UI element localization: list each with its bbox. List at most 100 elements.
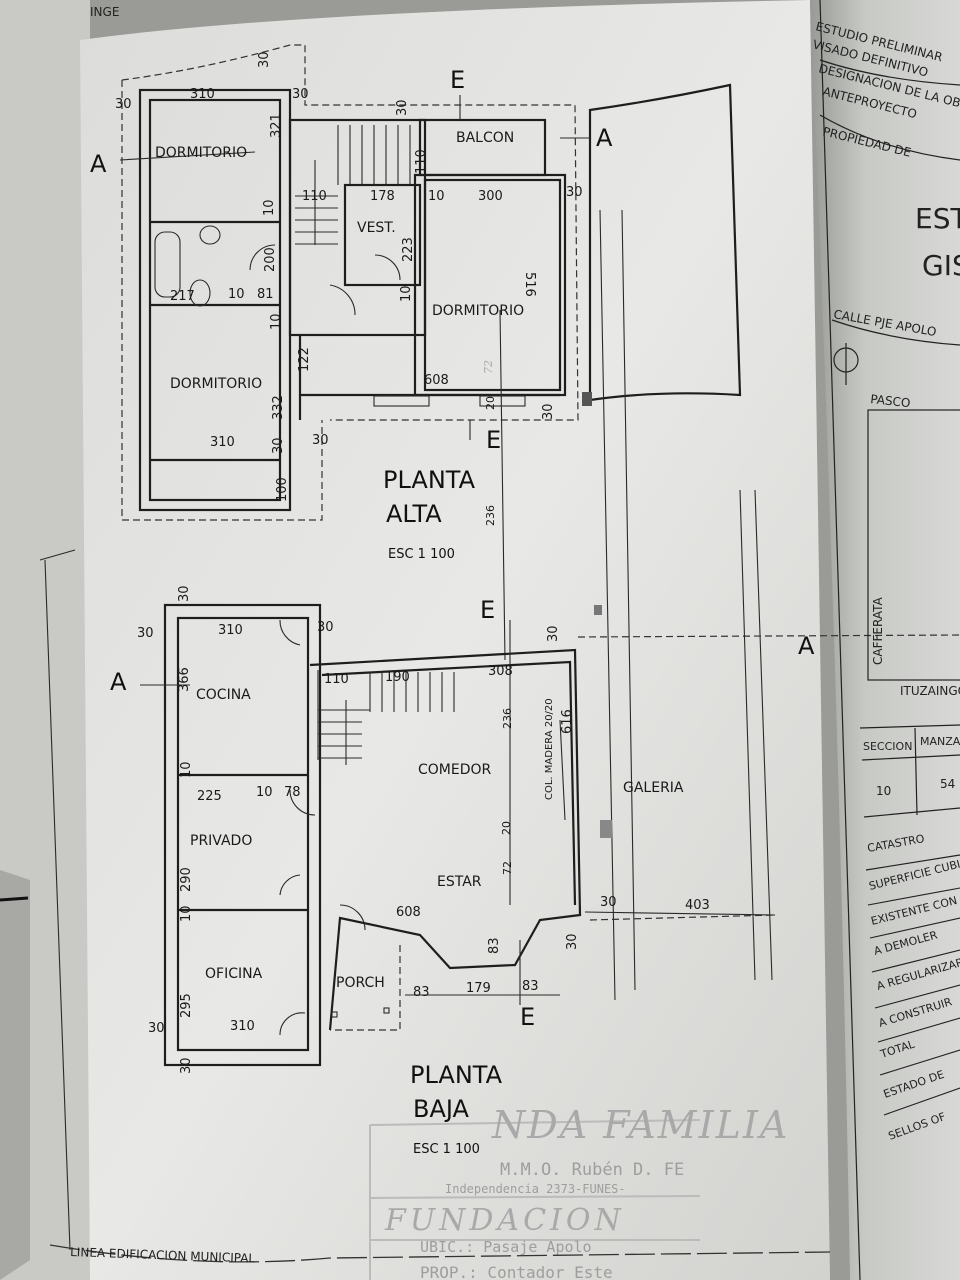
- map-label: ITUZAINGO: [900, 684, 960, 698]
- dimension: 225: [197, 789, 222, 804]
- dimension: 332: [271, 395, 286, 420]
- dimension: 10: [179, 905, 194, 922]
- dimension: 310: [190, 87, 215, 102]
- section-mark: E: [486, 426, 501, 454]
- dimension: 72: [482, 360, 495, 374]
- owner-name: EST: [915, 202, 960, 235]
- dimension: 83: [522, 979, 539, 994]
- table-header: SECCION: [863, 740, 912, 753]
- room-label: PORCH: [336, 975, 385, 991]
- dimension: 190: [385, 670, 410, 685]
- plan-scale: ESC 1 100: [413, 1142, 480, 1157]
- dimension: 78: [284, 785, 301, 800]
- column-note: COL. MADERA 20/20: [544, 698, 555, 800]
- room-label: COCINA: [196, 687, 251, 703]
- room-label: BALCON: [456, 130, 514, 146]
- dimension: 30: [115, 97, 132, 112]
- dimension: 300: [478, 189, 503, 204]
- stamp-title: NDA FAMILIA: [491, 1103, 789, 1147]
- dimension: 10: [256, 785, 273, 800]
- dimension: 30: [600, 895, 617, 910]
- faded-stamp: NDA FAMILIA M.M.O. Rubén D. FE Independe…: [369, 1103, 789, 1280]
- dimension: 10: [228, 287, 245, 302]
- dimension: 81: [257, 287, 274, 302]
- section-mark: E: [450, 66, 465, 94]
- dimension: 110: [302, 189, 327, 204]
- room-label: DORMITORIO: [170, 376, 262, 392]
- dimension: 321: [269, 113, 284, 138]
- dimension: 295: [179, 993, 194, 1018]
- dimension: 516: [522, 272, 537, 297]
- room-label: COMEDOR: [418, 762, 492, 778]
- plan-title: PLANTA: [383, 466, 476, 494]
- stamp-name: M.M.O. Rubén D. FE: [500, 1160, 684, 1180]
- dimension: 30: [317, 620, 334, 635]
- dimension: 30: [271, 437, 286, 454]
- dimension: 10: [179, 761, 194, 778]
- dimension: 10: [262, 199, 277, 216]
- dimension: 290: [179, 867, 194, 892]
- lower-plan-labels: COCINA PRIVADO OFICINA PORCH COMEDOR EST…: [110, 585, 815, 1157]
- dimension: 30: [257, 51, 272, 68]
- room-label: VEST.: [357, 220, 396, 236]
- dimension: 200: [263, 247, 278, 272]
- section-mark: A: [90, 150, 107, 178]
- room-label: PRIVADO: [190, 833, 252, 849]
- dimension: 608: [424, 373, 449, 388]
- dimension: 110: [414, 149, 429, 174]
- dimension: 30: [177, 585, 192, 602]
- dimension: 236: [501, 708, 514, 729]
- stamp-location: UBIC.: Pasaje Apolo: [420, 1238, 592, 1256]
- dimension: 30: [546, 625, 561, 642]
- dimension: 83: [413, 985, 430, 1000]
- section-mark: A: [798, 632, 815, 660]
- table-value: 54: [940, 777, 955, 791]
- dimension: 30: [312, 433, 329, 448]
- dimension: 30: [395, 99, 410, 116]
- dimension: 30: [292, 87, 309, 102]
- dimension: 403: [685, 898, 710, 913]
- section-mark: A: [110, 668, 127, 696]
- section-mark: E: [520, 1003, 535, 1031]
- table-value: 10: [876, 784, 891, 798]
- lower-plan: [140, 489, 960, 1067]
- dimension: 100: [275, 477, 290, 502]
- dimension: 122: [297, 347, 312, 372]
- dimension: 179: [466, 981, 491, 996]
- upper-plan-labels: DORMITORIO DORMITORIO DORMITORIO VEST. B…: [90, 51, 613, 562]
- dimension: 310: [230, 1019, 255, 1034]
- main-sheet: [80, 0, 830, 1280]
- dimension: 217: [170, 289, 195, 304]
- room-label: ESTAR: [437, 874, 482, 890]
- plan-title: PLANTA: [410, 1061, 503, 1089]
- dimension: 30: [566, 185, 583, 200]
- dimension: 30: [179, 1057, 194, 1074]
- dimension: 236: [484, 505, 497, 526]
- municipal-line-label: LINEA EDIFICACION MUNICIPAL: [70, 1245, 256, 1265]
- plan-title: BAJA: [413, 1095, 470, 1123]
- dimension: 83: [487, 937, 502, 954]
- dimension: 616: [560, 709, 575, 734]
- dimension: 30: [565, 933, 580, 950]
- dimension: 20: [484, 396, 497, 410]
- map-label: CAFFERATA: [871, 596, 885, 665]
- dimension: 30: [148, 1021, 165, 1036]
- upper-plan: [119, 44, 742, 1001]
- dimension: 308: [488, 664, 513, 679]
- room-label: OFICINA: [205, 966, 263, 982]
- left-site-lines: [0, 549, 76, 902]
- map-label: PASCO: [870, 392, 911, 410]
- stamp-address: Independencia 2373-FUNES-: [445, 1182, 626, 1196]
- dimension: 178: [370, 189, 395, 204]
- dimension: 72: [501, 861, 514, 875]
- dimension: 223: [401, 237, 416, 262]
- stamp-owner: PROP.: Contador Este: [420, 1263, 613, 1280]
- room-label: DORMITORIO: [432, 303, 524, 319]
- header-fragment: INGE: [90, 5, 119, 19]
- dimension: 310: [210, 435, 235, 450]
- table-header: MANZA: [920, 735, 960, 748]
- dimension: 310: [218, 623, 243, 638]
- dimension: 10: [399, 285, 414, 302]
